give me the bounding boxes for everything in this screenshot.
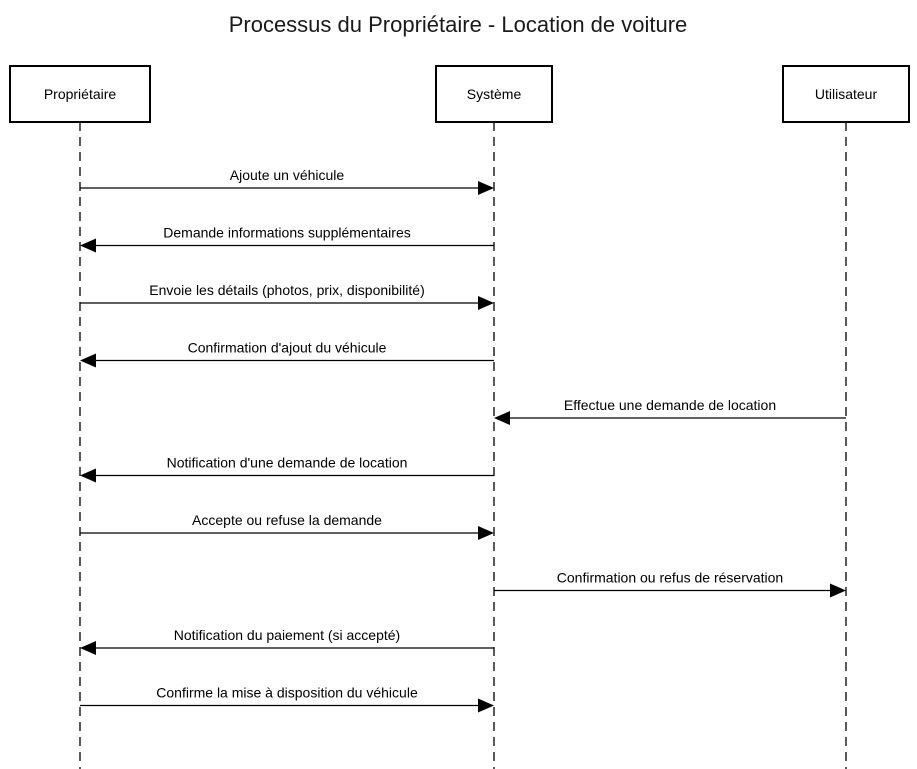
message-label-4: Confirmation d'ajout du véhicule [188, 340, 387, 356]
message-label-6: Notification d'une demande de location [167, 455, 408, 471]
message-label-8: Confirmation ou refus de réservation [557, 570, 783, 586]
message-label-2: Demande informations supplémentaires [163, 225, 410, 241]
arrowhead-icon [80, 468, 96, 483]
arrowhead-icon [478, 526, 494, 540]
actor-box-proprietaire [9, 65, 151, 123]
arrowhead-icon [830, 583, 846, 598]
arrowhead-icon [478, 181, 494, 195]
arrowhead-icon [478, 296, 494, 310]
arrowhead-icon [80, 238, 96, 253]
actor-boxes: Propriétaire Système Utilisateur [9, 65, 910, 123]
actor-label-utilisateur: Utilisateur [815, 86, 878, 102]
message-label-10: Confirme la mise à disposition du véhicu… [156, 685, 418, 701]
diagram-title: Processus du Propriétaire - Location de … [229, 12, 688, 37]
arrowhead-icon [80, 353, 96, 368]
message-label-3: Envoie les détails (photos, prix, dispon… [149, 282, 424, 298]
actor-label-proprietaire: Propriétaire [44, 86, 117, 102]
lifelines [79, 122, 847, 769]
arrowhead-icon [80, 641, 96, 655]
arrowhead-icon [478, 698, 494, 713]
actor-box-utilisateur [782, 65, 910, 123]
message-label-5: Effectue une demande de location [564, 397, 776, 413]
message-label-9: Notification du paiement (si accepté) [174, 627, 400, 643]
message-label-7: Accepte ou refuse la demande [192, 512, 382, 528]
arrowhead-icon [494, 411, 510, 425]
actor-box-systeme [435, 65, 553, 123]
actor-label-systeme: Système [467, 86, 522, 102]
message-label-1: Ajoute un véhicule [230, 167, 345, 183]
